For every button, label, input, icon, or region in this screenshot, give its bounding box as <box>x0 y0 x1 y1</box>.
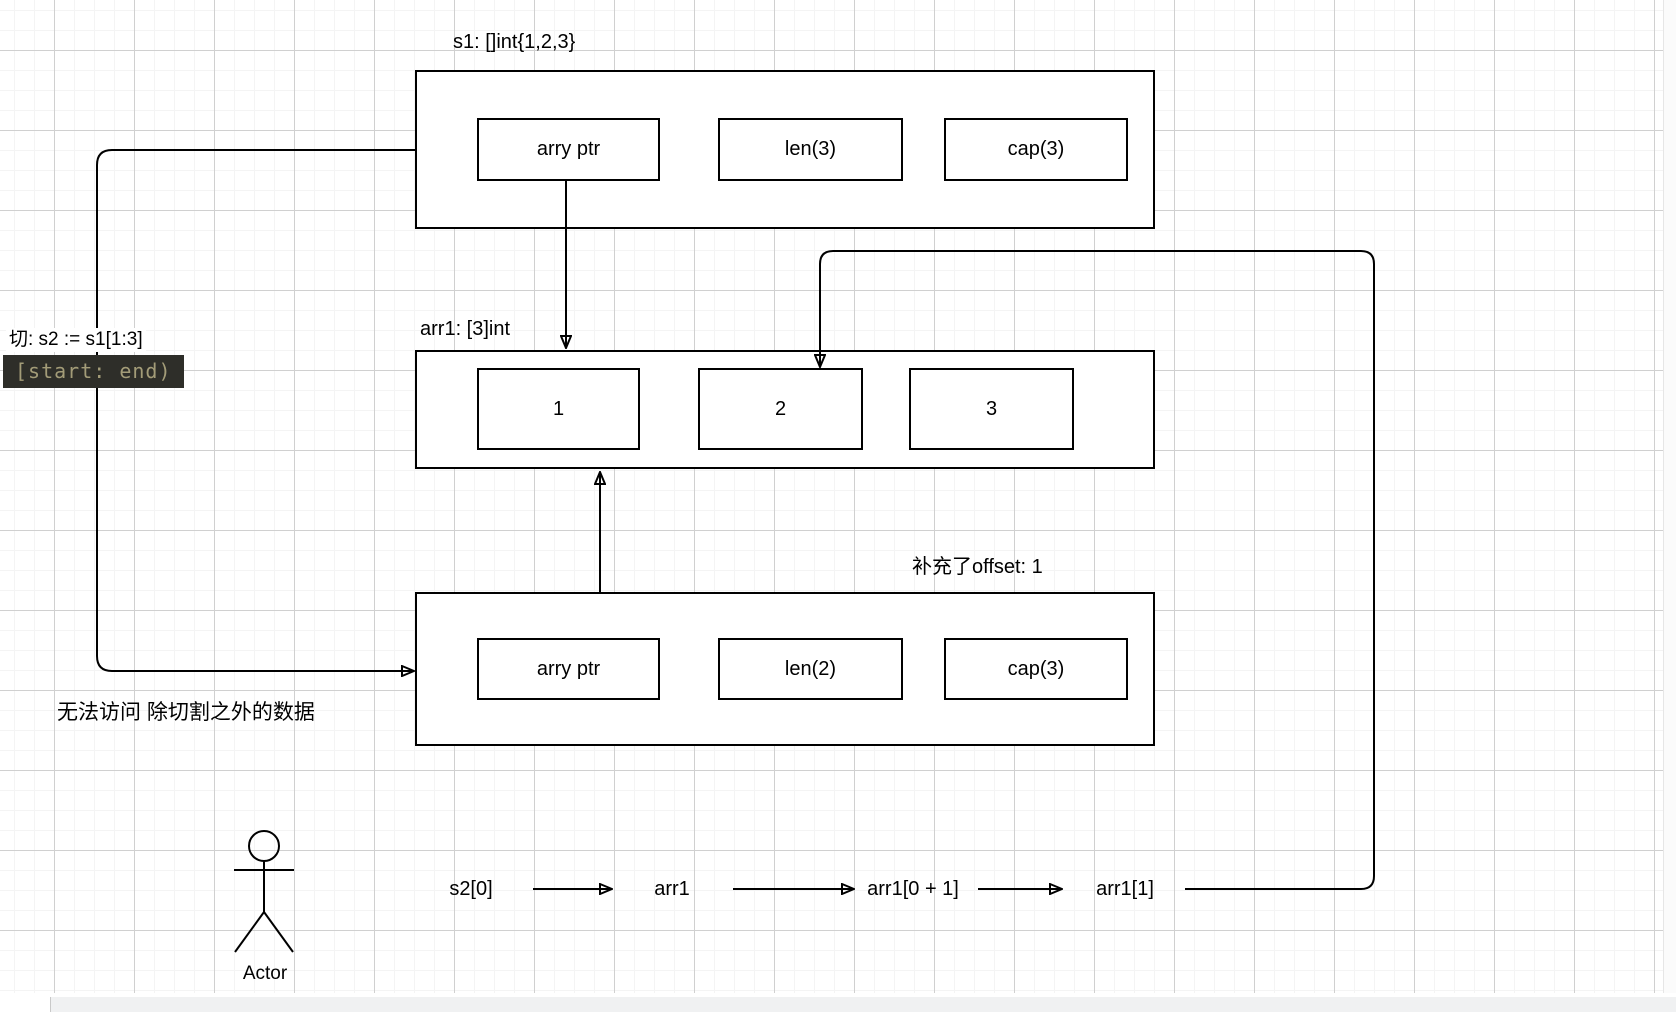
arr1-cell-2[interactable]: 3 <box>909 368 1074 450</box>
s1-cell-cap[interactable]: cap(3) <box>944 118 1128 181</box>
slice-expression-note: 切: s2 := s1[1:3] <box>6 328 146 352</box>
arr1-cell-1[interactable]: 2 <box>698 368 863 450</box>
actor-leg-right <box>263 911 294 953</box>
horizontal-scrollbar-area <box>0 995 1676 1012</box>
vertical-scrollbar[interactable] <box>1663 0 1676 993</box>
s1-cell-arry-ptr[interactable]: arry ptr <box>477 118 660 181</box>
arr1-title: arr1: [3]int <box>420 318 511 340</box>
s1-cell-len-label: len(3) <box>784 138 837 160</box>
range-hint-note: [start: end) <box>3 355 184 388</box>
arr1-cell-2-value: 3 <box>985 397 998 420</box>
s1-cell-arry-ptr-label: arry ptr <box>536 138 601 160</box>
s2-cell-cap-label: cap(3) <box>1007 657 1065 680</box>
s1-cell-cap-label: cap(3) <box>1007 138 1065 160</box>
s2-cell-arry-ptr-label: arry ptr <box>536 657 601 680</box>
arr1-cell-0-value: 1 <box>552 397 565 420</box>
flow-label-arr1-0-plus-1: arr1[0 + 1] <box>867 878 959 900</box>
s2-cell-cap[interactable]: cap(3) <box>944 638 1128 700</box>
no-access-note: 无法访问 除切割之外的数据 <box>57 701 315 724</box>
diagram-canvas[interactable]: s1: []int{1,2,3} arry ptr len(3) cap(3) … <box>0 0 1663 993</box>
s2-cell-arry-ptr[interactable]: arry ptr <box>477 638 660 700</box>
arr1-cell-0[interactable]: 1 <box>477 368 640 450</box>
actor-label: Actor <box>242 963 288 984</box>
s2-offset-note: 补充了offset: 1 <box>912 556 1043 578</box>
arr1-cell-1-value: 2 <box>774 397 787 420</box>
horizontal-scrollbar[interactable] <box>50 997 1676 1012</box>
flow-label-s2-0: s2[0] <box>449 878 493 900</box>
actor-leg-left <box>234 911 265 953</box>
connector-arr1-index-to-cell2[interactable] <box>820 250 1375 890</box>
flow-label-arr1-1: arr1[1] <box>1096 878 1154 900</box>
s1-cell-len[interactable]: len(3) <box>718 118 903 181</box>
actor-head <box>248 830 280 862</box>
s2-cell-len[interactable]: len(2) <box>718 638 903 700</box>
actor-figure[interactable] <box>234 830 294 953</box>
flow-label-arr1: arr1 <box>654 878 690 900</box>
connector-s1-to-s2[interactable] <box>96 149 415 671</box>
s1-title: s1: []int{1,2,3} <box>453 31 576 53</box>
s2-cell-len-label: len(2) <box>784 657 837 680</box>
